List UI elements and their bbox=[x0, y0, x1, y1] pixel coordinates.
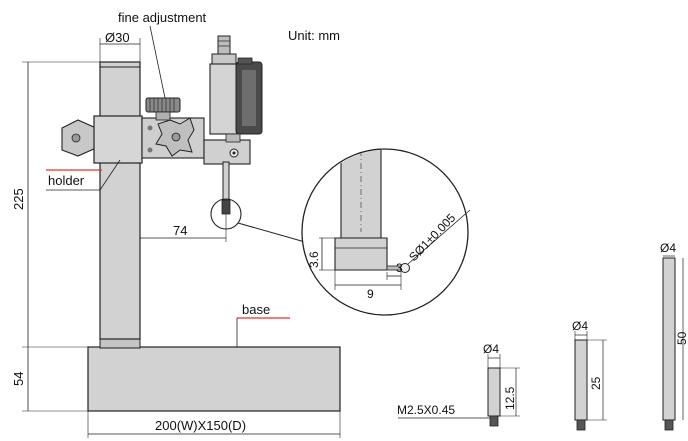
base-label: base bbox=[242, 302, 270, 317]
tip-length-dim: 9 bbox=[367, 287, 374, 301]
probe3-diameter-dim: Ø4 bbox=[660, 241, 676, 255]
column-height-dim: 225 bbox=[11, 188, 26, 210]
probe-25 bbox=[574, 331, 607, 431]
base-height-dim: 54 bbox=[11, 372, 26, 386]
dimension-lines bbox=[22, 38, 341, 438]
probe2-diameter-dim: Ø4 bbox=[572, 319, 588, 333]
unit-label: Unit: mm bbox=[288, 28, 340, 43]
probe2-length-dim: 25 bbox=[589, 376, 603, 390]
callout-leader bbox=[237, 222, 313, 245]
base-size-dim: 200(W)X150(D) bbox=[155, 418, 246, 433]
base-block bbox=[87, 337, 341, 412]
fine-adjustment-knob bbox=[145, 97, 181, 121]
thread-label: M2.5X0.45 bbox=[397, 403, 455, 417]
probe1-diameter-dim: Ø4 bbox=[483, 342, 499, 356]
tip-step-height-dim: 3.6 bbox=[307, 251, 321, 268]
reach-dim: 74 bbox=[173, 223, 187, 238]
label-leaders bbox=[46, 25, 290, 347]
probe-12-5 bbox=[398, 354, 520, 427]
tip-detail-view bbox=[301, 148, 471, 316]
dial-indicator bbox=[209, 35, 263, 215]
probe3-length-dim: 50 bbox=[675, 331, 688, 345]
column-diameter-dim: Ø30 bbox=[105, 30, 130, 45]
probe-50 bbox=[662, 255, 684, 431]
tip-offset-dim: 3 bbox=[396, 261, 403, 275]
column bbox=[99, 61, 141, 340]
fine-adjustment-label: fine adjustment bbox=[118, 10, 207, 25]
holder-label: holder bbox=[48, 173, 85, 188]
probe1-length-dim: 12.5 bbox=[503, 386, 517, 410]
